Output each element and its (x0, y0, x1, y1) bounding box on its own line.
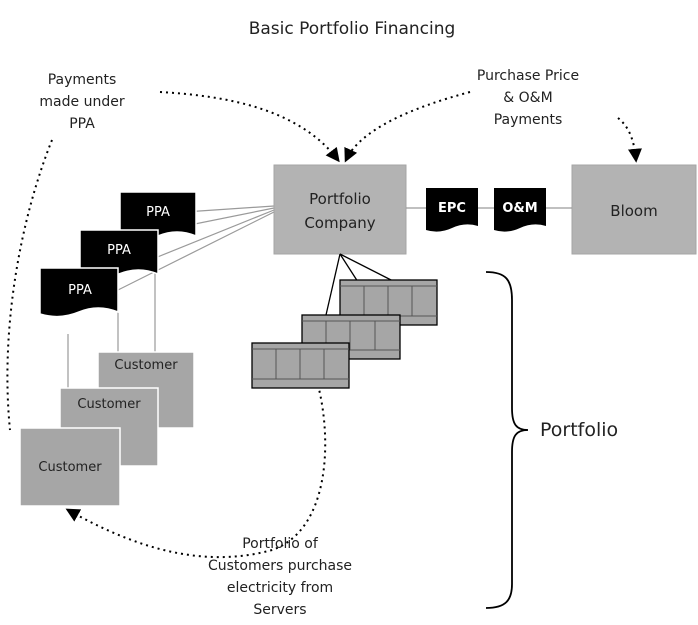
server-rack-3 (251, 342, 350, 389)
ppa-document-3: PPA (39, 267, 119, 318)
epc-document: EPC (426, 188, 478, 232)
payments-ppa-line-2: made under (39, 94, 124, 110)
server-connectors (325, 253, 396, 316)
purchase-price-line-2: & O&M (503, 90, 552, 106)
customer-label-1: Customer (114, 358, 178, 373)
bloom-box: Bloom (571, 164, 697, 255)
purchase-price-line-1: Purchase Price (477, 68, 579, 84)
purchase-price-line-3: Payments (494, 112, 563, 128)
customer-box-3: Customer (19, 427, 121, 507)
portfolio-customers-line-2: Customers purchase (208, 558, 352, 574)
arrow-payments-to-company (159, 91, 340, 163)
customer-label-3: Customer (38, 460, 102, 475)
portfolio-company-box: Portfolio Company (273, 164, 407, 255)
payments-ppa-line-3: PPA (69, 116, 95, 132)
arrow-servers-to-customers (65, 384, 327, 559)
om-label: O&M (502, 201, 537, 216)
ppa-label-1: PPA (146, 205, 170, 220)
bloom-label: Bloom (610, 202, 657, 220)
payments-ppa-line-1: Payments (48, 72, 117, 88)
om-document: O&M (494, 188, 546, 232)
ppa-label-2: PPA (107, 243, 131, 258)
customer-label-2: Customer (77, 397, 141, 412)
portfolio-customers-line-3: electricity from (227, 580, 333, 596)
portfolio-customers-line-1: Portfolio of (242, 536, 319, 552)
diagram-title: Basic Portfolio Financing (249, 19, 456, 39)
portfolio-customers-line-4: Servers (253, 602, 306, 618)
epc-label: EPC (438, 201, 466, 216)
portfolio-label: Portfolio (540, 419, 618, 441)
ppa-label-3: PPA (68, 283, 92, 298)
portfolio-brace (485, 271, 529, 609)
portfolio-customers-label: Portfolio of Customers purchase electric… (208, 536, 352, 618)
arrow-purchase-to-bloom (617, 117, 642, 163)
purchase-price-label: Purchase Price & O&M Payments (477, 68, 579, 128)
portfolio-company-line-2: Company (304, 214, 375, 232)
arrow-purchase-to-company (344, 91, 471, 163)
ppa-document-2: PPA (79, 229, 159, 280)
portfolio-company-line-1: Portfolio (309, 190, 371, 208)
payments-ppa-label: Payments made under PPA (39, 72, 124, 132)
